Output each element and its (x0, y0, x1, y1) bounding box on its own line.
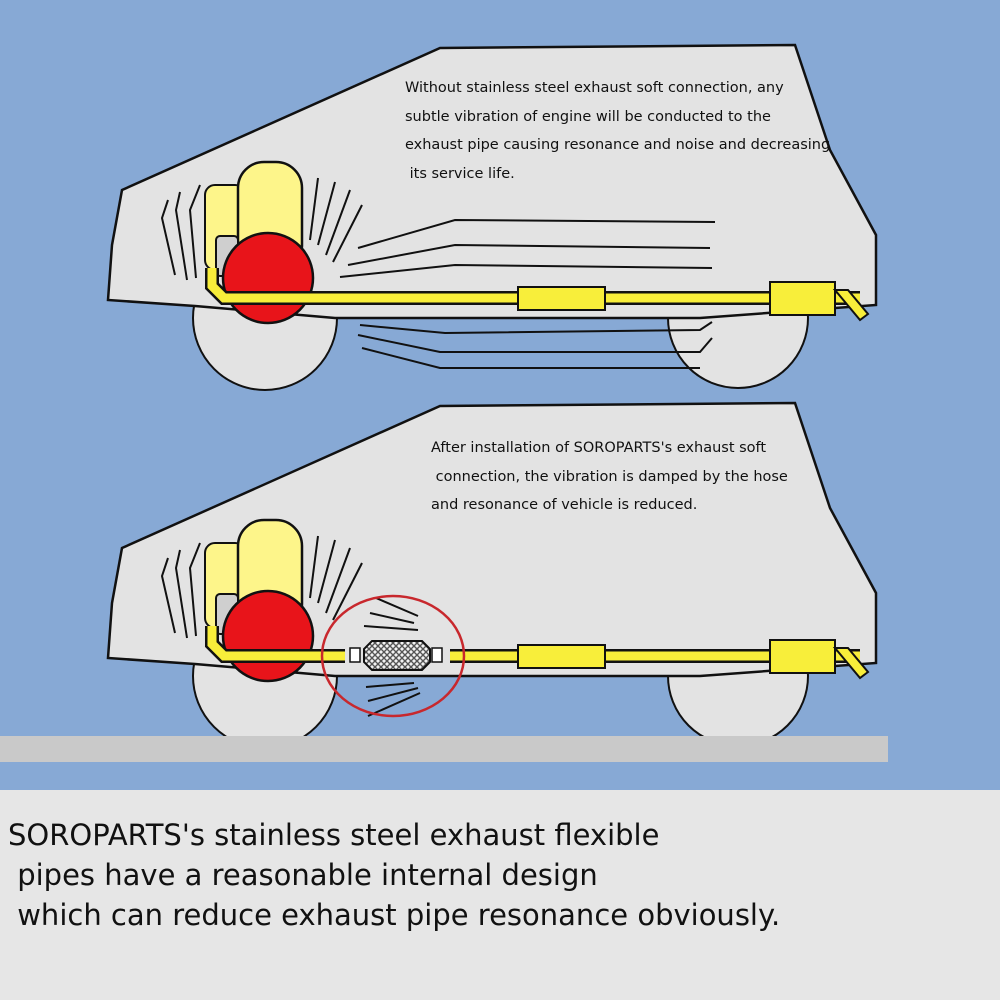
hose-flange-right (431, 647, 443, 663)
caption-line: Without stainless steel exhaust soft con… (405, 80, 784, 96)
flexible-hose (363, 640, 431, 671)
footer-panel: SOROPARTS's stainless steel exhaust flex… (0, 790, 1000, 1000)
footer-line: pipes have a reasonable internal design (8, 858, 598, 892)
vibration-lines (339, 218, 716, 369)
caption-with-connection: After installation of SOROPARTS's exhaus… (431, 434, 788, 520)
highlight-circle (320, 594, 466, 718)
caption-line: connection, the vibration is damped by t… (431, 468, 788, 485)
caption-line: exhaust pipe causing resonance and noise… (405, 137, 831, 153)
hose-flange-left (349, 647, 361, 663)
caption-line: and resonance of vehicle is reduced. (431, 497, 698, 513)
footer-line: which can reduce exhaust pipe resonance … (8, 898, 781, 932)
footer-line: SOROPARTS's stainless steel exhaust flex… (8, 818, 660, 852)
caption-line: After installation of SOROPARTS's exhaus… (431, 440, 767, 456)
caption-line: subtle vibration of engine will be condu… (405, 108, 771, 125)
car-without-connection (108, 45, 876, 390)
caption-without-connection: Without stainless steel exhaust soft con… (405, 74, 830, 188)
car-with-connection (108, 403, 876, 748)
caption-line: its service life. (405, 165, 515, 182)
ground-bar (0, 736, 888, 762)
